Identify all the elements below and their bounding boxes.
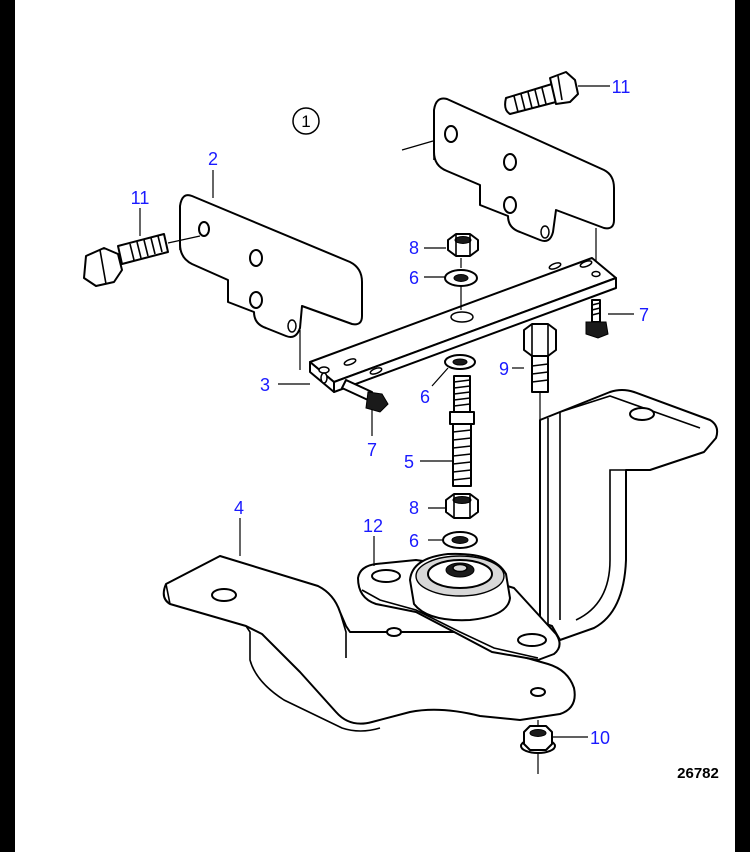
threaded-stud-5 — [420, 375, 475, 487]
nut-8-bottom — [428, 493, 479, 519]
washer-6-bottom — [428, 531, 478, 549]
nut-8-top — [447, 233, 479, 257]
callout-11-top: 11 — [612, 77, 631, 97]
leader-1 — [401, 140, 434, 151]
bolt-11-left — [83, 208, 201, 287]
mounting-plate-3 — [309, 257, 617, 393]
callout-3: 3 — [260, 375, 270, 395]
callout-4: 4 — [234, 498, 244, 518]
view-marker-circle — [292, 107, 320, 135]
callout-2: 2 — [208, 149, 218, 169]
callout-12: 12 — [363, 516, 383, 536]
callout-6-mid: 6 — [420, 387, 430, 407]
flange-nut-10 — [520, 720, 588, 774]
screw-7-left — [341, 379, 389, 436]
callout-6-bottom: 6 — [409, 531, 419, 551]
rubber-mount-12 — [357, 536, 561, 661]
washer-6-top — [444, 269, 478, 287]
support-bracket-right — [539, 389, 719, 641]
washer-6-mid — [431, 354, 476, 387]
callout-8-top: 8 — [409, 238, 419, 258]
callout-7-left: 7 — [367, 440, 377, 460]
upper-bracket-left — [179, 194, 363, 338]
reference-number: 26782 — [677, 765, 719, 782]
callout-5: 5 — [404, 452, 414, 472]
callout-9: 9 — [499, 359, 509, 379]
callout-10: 10 — [590, 728, 610, 748]
screw-7-right — [585, 299, 634, 339]
callout-7-right: 7 — [639, 305, 649, 325]
callout-6-top: 6 — [409, 268, 419, 288]
callout-11-left: 11 — [131, 188, 150, 208]
callout-8-bottom: 8 — [409, 498, 419, 518]
bolt-11-top — [504, 71, 610, 115]
view-marker: 1 — [301, 112, 310, 131]
base-bracket-4 — [162, 518, 576, 732]
upper-bracket-right — [433, 97, 615, 242]
